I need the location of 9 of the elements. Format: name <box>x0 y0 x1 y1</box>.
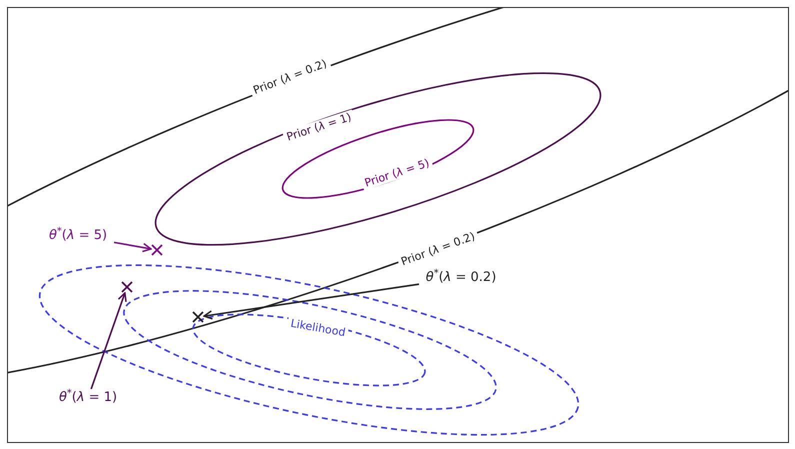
annotation-text: θ$^{*}$(λ = 5) <box>42 227 114 245</box>
annotation-text: θ$^{*}$(λ = 1) <box>52 389 124 407</box>
arrow <box>90 292 127 390</box>
cross-marker <box>121 281 133 293</box>
arrow <box>203 283 420 320</box>
cross-marker <box>151 244 163 256</box>
cross-marker <box>192 311 204 323</box>
arrow <box>114 242 152 252</box>
annotation-text: θ$^{*}$(λ = 0.2) <box>419 269 503 287</box>
